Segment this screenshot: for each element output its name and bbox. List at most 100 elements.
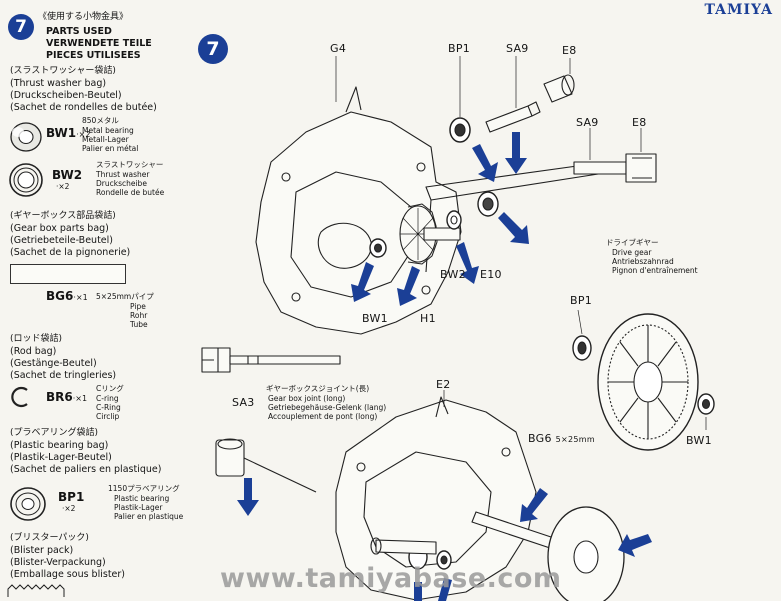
bp1-en: Plastic bearing [114,494,170,503]
assembly-arrow [351,262,374,302]
bw1-fr: Palier en métal [82,144,139,153]
assembly-arrow [397,266,420,306]
assembly-arrow [456,242,479,284]
parts-used-title-en: PARTS USED [46,26,112,37]
gearbox-bag-fr: (Sachet de la pignonerie) [10,247,131,258]
bw2-jp: スラストワッシャー [96,160,164,169]
br6-en: C-ring [96,394,119,403]
bw1-part-icon [10,122,42,152]
bw2-code: BW2 [52,168,83,182]
bg6-pipe-drawing [10,264,126,284]
drive-gear-jp: ドライブギヤー [606,238,659,247]
assembly-diagram: 7 [186,22,776,601]
blister-fr: (Emballage sous blister) [10,569,126,580]
drive-gear-fr: Pignon d'entraînement [612,266,698,275]
assembly-arrow [438,578,452,601]
blister-gear-icon [7,584,65,597]
parts-used-panel: 7 《使用する小物金具》 PARTS USED VERWENDETE TEILE… [0,0,192,601]
plastic-bag-jp: (プラベアリング袋詰) [10,428,99,438]
bw2-qty: ·×2 [56,182,70,191]
rod-bag-de: (Gestänge-Beutel) [10,358,97,369]
brand-logo: TAMIYA [704,2,773,18]
assembly-arrow [472,144,498,182]
bp1-fr: Palier en plastique [114,512,184,521]
thrust-bag-en: (Thrust washer bag) [10,78,107,89]
gearbox-joint-long [201,347,341,373]
bw1-jp: 850メタル [82,116,119,125]
bw1-en: Metal bearing [82,126,134,135]
label-e2: E2 [436,378,451,391]
diagram-drawing [201,56,715,601]
parts-used-title-jp: 《使用する小物金具》 [38,12,129,22]
plastic-bag-fr: (Sachet de paliers en plastique) [10,464,162,475]
drive-gear-de: Antriebszahnrad [612,257,674,266]
step-number-badge: 7 [8,14,34,40]
joint-jp: ギヤーボックスジョイント(長) [266,384,370,393]
br6-code: BR6·×1 [46,390,88,404]
br6-fr: Circlip [96,412,120,421]
bg6-fr: Tube [130,320,148,329]
plastic-bag-de: (Plastik-Lager-Beutel) [10,452,112,463]
bp1-part-icon [10,487,46,521]
gearbox-bag-jp: (ギヤーボックス部品袋詰) [10,211,116,221]
blister-de: (Blister-Verpackung) [10,557,106,568]
label-h1: H1 [420,312,436,325]
rod-bag-en: (Rod bag) [10,346,57,357]
label-bw1-left: BW1 [362,312,388,325]
diagram-step-badge: 7 [198,34,228,64]
label-bw1-right: BW1 [686,434,712,447]
bevel-gear-h1 [399,203,438,265]
c-ring-icon [11,386,28,408]
br6-de: C-Ring [96,403,121,412]
label-e10: E10 [480,268,502,281]
bw1-code: BW1·×2 [46,126,91,140]
joint-en: Gear box joint (long) [268,394,346,403]
label-bp1-right: BP1 [570,294,593,307]
label-bw2: BW2 [440,268,466,281]
thrust-bag-jp: (スラストワッシャー袋詰) [10,66,116,76]
assembly-arrow [237,478,259,516]
blister-jp: (ブリスターパック) [10,533,89,543]
rod-bag-fr: (Sachet de tringleries) [10,370,117,381]
assembly-arrow [520,488,548,522]
thrust-bag-de: (Druckscheiben-Beutel) [10,90,122,101]
assembly-arrow [505,132,527,174]
label-e8-top: E8 [562,44,577,57]
drive-gear [597,313,699,451]
rod-bag-jp: (ロッド袋詰) [10,334,63,344]
bg6-size: 5×25mmパイプ [96,292,154,301]
label-sa3: SA3 [232,396,255,409]
bg6-en: Pipe [130,302,146,311]
label-bg6: BG6 5×25mm [528,432,595,445]
bg6-code: BG6·×1 [46,289,88,303]
label-sa9-top: SA9 [506,42,529,55]
br6-jp: Cリング [96,384,124,393]
bw1-de: Metall-Lager [82,135,129,144]
bw2-de: Druckscheibe [96,179,147,188]
bp1-jp: 1150プラベアリング [108,484,180,493]
bw2-part-icon [9,163,43,197]
parts-used-title-fr: PIECES UTILISEES [46,50,141,61]
assembly-arrow [618,534,652,557]
drive-gear-en: Drive gear [612,248,652,257]
label-g4: G4 [330,42,347,55]
gearbox-bag-en: (Gear box parts bag) [10,223,109,234]
bg6-de: Rohr [130,311,148,320]
blister-en: (Blister pack) [10,545,74,556]
assembly-arrow [498,212,529,244]
joint-fr: Accouplement de pont (long) [268,412,378,421]
bp1-de: Plastik-Lager [114,503,163,512]
gearbox-bag-de: (Getriebeteile-Beutel) [10,235,113,246]
bw2-fr: Rondelle de butée [96,188,165,197]
joint-de: Getriebegehäuse-Gelenk (lang) [268,403,387,412]
label-bp1-top: BP1 [448,42,471,55]
label-e8-mid: E8 [632,116,647,129]
plastic-bag-en: (Plastic bearing bag) [10,440,109,451]
thrust-bag-fr: (Sachet de rondelles de butée) [10,102,157,113]
bp1-code: BP1 [58,490,85,504]
assembly-arrow [414,582,422,601]
label-sa9-mid: SA9 [576,116,599,129]
bw2-en: Thrust washer [96,170,150,179]
parts-used-title-de: VERWENDETE TEILE [46,38,152,49]
watermark-text: www.tamiyabase.com [220,563,562,594]
